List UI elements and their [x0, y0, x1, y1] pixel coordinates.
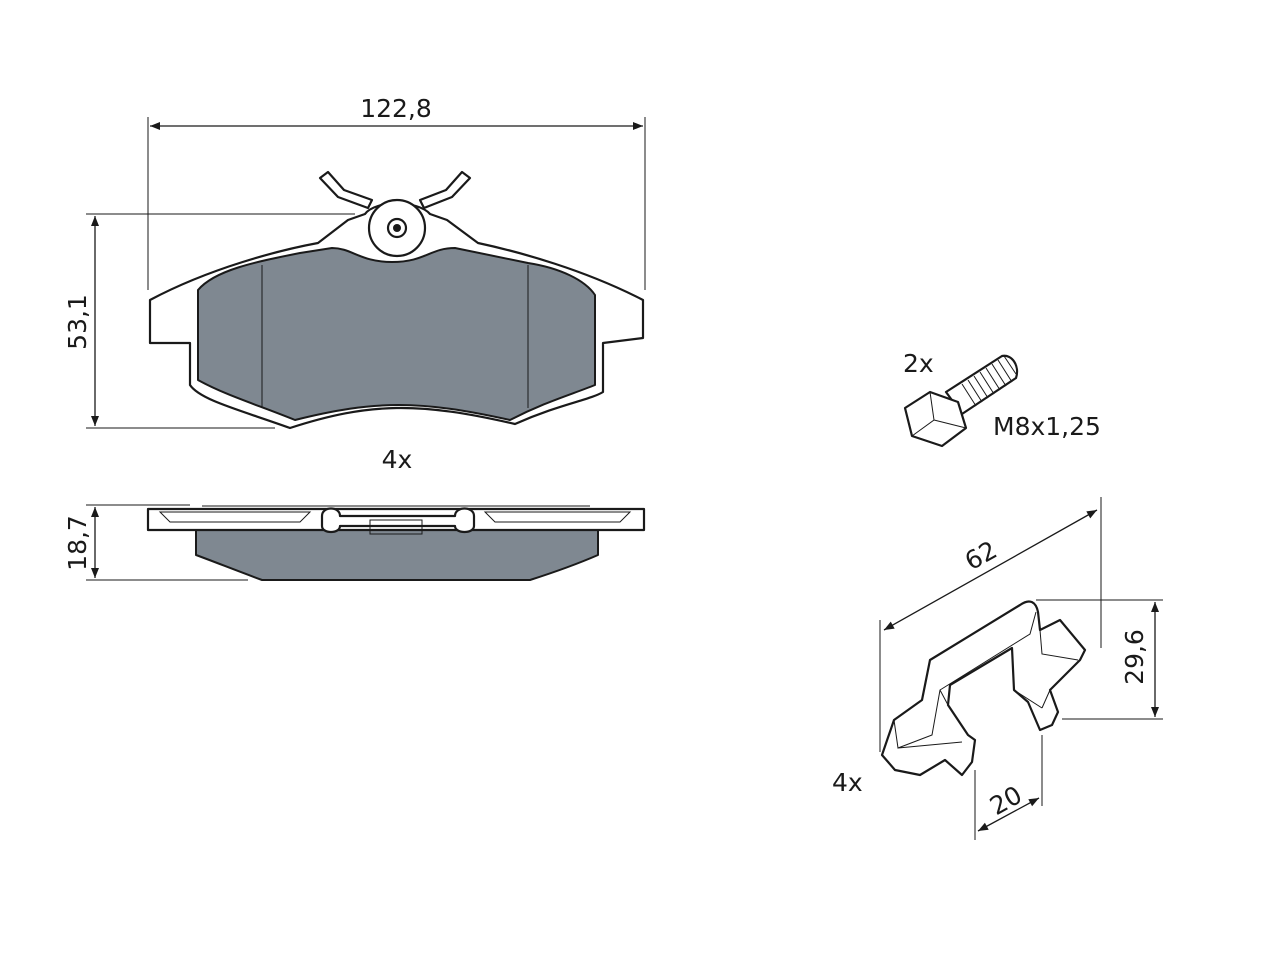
backing-plate-inner-edge — [158, 505, 632, 523]
pad-height-dimension: 53,1 — [63, 213, 355, 429]
friction-material — [197, 247, 596, 421]
bolt-head-edges — [911, 391, 967, 437]
clip-width-dimension: 20 — [974, 735, 1043, 840]
clip-body — [880, 600, 1087, 777]
pad-thickness-dimension: 18,7 — [63, 504, 248, 581]
clip-width-label: 20 — [985, 780, 1027, 821]
spring-clip-wire-right — [418, 170, 472, 210]
bolt-thread — [961, 355, 1017, 407]
brake-pad-side-view — [146, 505, 646, 581]
pad-width-dimension: 122,8 — [147, 94, 646, 290]
clip-length-label: 62 — [960, 535, 1002, 576]
pad-thickness-label: 18,7 — [63, 515, 92, 571]
brake-pad-front-view — [148, 170, 645, 430]
anti-rattle-clip — [880, 600, 1087, 777]
clip-height-label: 29,6 — [1120, 629, 1149, 685]
clip-height-dimension: 29,6 — [1036, 599, 1163, 720]
spring-clip-wire-left — [318, 170, 374, 210]
pad-height-label: 53,1 — [63, 294, 92, 350]
bolt: 2x M8x1,25 — [903, 349, 1101, 448]
pad-quantity-label: 4x — [382, 445, 413, 474]
retainer-pin — [393, 224, 401, 232]
clip-quantity-label: 4x — [832, 768, 863, 797]
pad-width-label: 122,8 — [360, 94, 432, 123]
bolt-thread-spec: M8x1,25 — [993, 412, 1101, 441]
bolt-quantity-label: 2x — [903, 349, 934, 378]
spring-clip-side-center — [369, 519, 423, 535]
bolt-shank — [944, 354, 1019, 416]
friction-material-side — [195, 529, 599, 581]
clip-fold-lines — [893, 611, 1079, 749]
